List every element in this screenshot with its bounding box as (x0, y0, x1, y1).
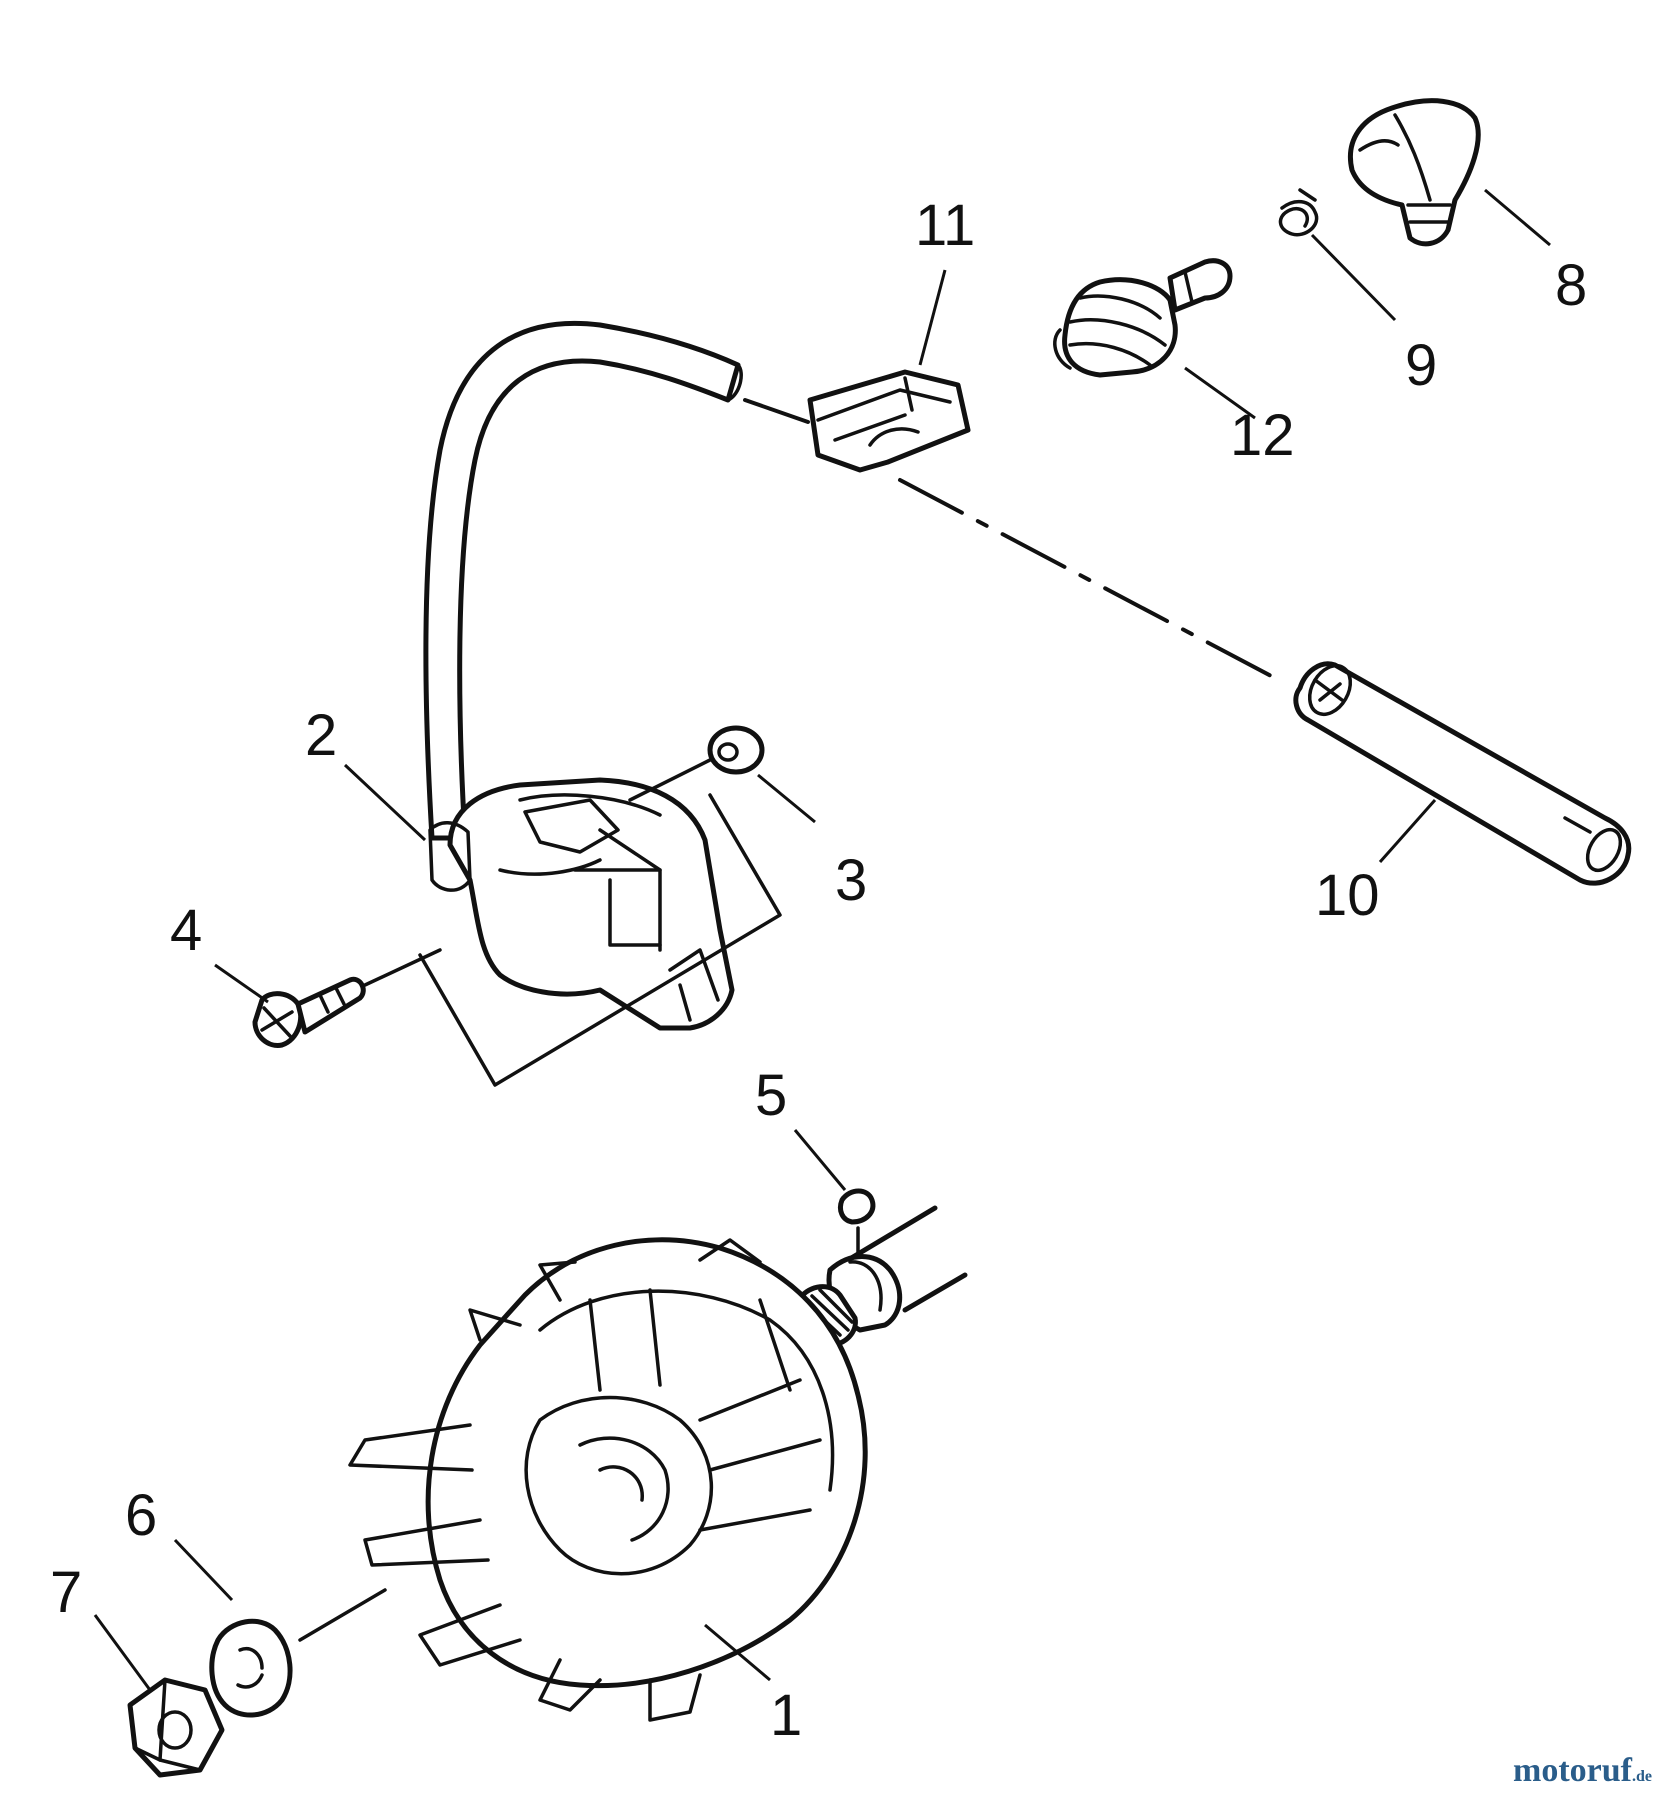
part-1-flywheel[interactable] (348, 1237, 868, 1722)
crankshaft-stub (795, 1205, 968, 1348)
axis-line-washer (628, 758, 712, 802)
callout-12: 12 (1230, 403, 1295, 468)
callout-6: 6 (125, 1483, 157, 1548)
part-5-key[interactable] (837, 1188, 876, 1225)
callout-4: 4 (170, 898, 202, 963)
part-6-washer[interactable] (209, 1618, 293, 1718)
callout-1: 1 (770, 1683, 802, 1748)
part-2-ignition-coil[interactable] (423, 320, 743, 1031)
watermark-name: motoruf (1513, 1752, 1632, 1789)
callout-10: 10 (1315, 863, 1380, 928)
callout-2: 2 (305, 703, 337, 768)
part-3-washer[interactable] (707, 725, 765, 775)
axis-line-lead-clip (743, 398, 810, 424)
callout-8: 8 (1555, 253, 1587, 318)
part-11-wire-clip[interactable] (807, 369, 971, 473)
watermark-suffix: .de (1632, 1768, 1652, 1785)
axis-line-screw (363, 948, 442, 987)
part-7-nut[interactable] (127, 1677, 225, 1778)
part-8-spark-plug-boot[interactable] (1348, 98, 1481, 247)
callout-3: 3 (835, 848, 867, 913)
axis-line-washer-flywheel (298, 1588, 387, 1642)
watermark-logo: motoruf.de (1513, 1752, 1652, 1790)
part-4-screw[interactable] (252, 976, 366, 1048)
part-9-spring[interactable] (1278, 188, 1319, 237)
part-10-sleeve[interactable] (1293, 658, 1632, 886)
axis-line-clip-tube (898, 478, 1277, 680)
leader-lines (93, 188, 1551, 1691)
callout-9: 9 (1405, 333, 1437, 398)
callout-5: 5 (755, 1063, 787, 1128)
bracket-lines (418, 793, 782, 1087)
callout-7: 7 (50, 1560, 82, 1625)
part-12-spark-plug[interactable] (1053, 258, 1233, 378)
callout-11: 11 (915, 193, 975, 258)
